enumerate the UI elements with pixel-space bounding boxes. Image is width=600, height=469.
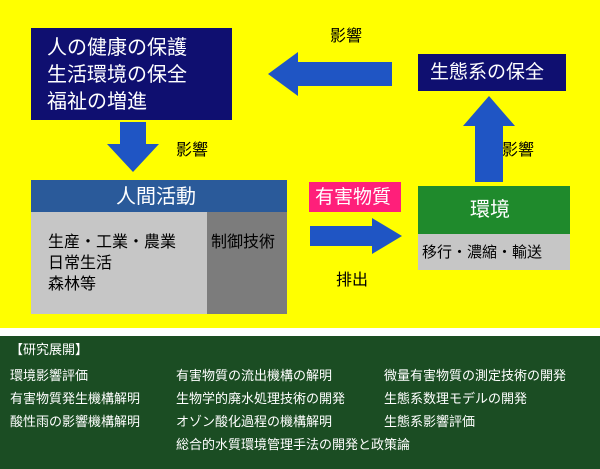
research-item: 生態系数理モデルの開発 xyxy=(384,392,528,407)
environment-process-label: 移行・濃縮・輸送 xyxy=(422,243,543,261)
health-line-3: 福祉の増進 xyxy=(47,89,147,113)
control-technology-label: 制御技術 xyxy=(211,232,276,251)
research-item: 有害物質の流出機構の解明 xyxy=(176,369,333,384)
human-activity-body: 生産・工業・農業 日常生活 森林等 xyxy=(31,212,207,314)
influence-label-top: 影響 xyxy=(330,26,363,45)
research-item: オゾン酸化過程の機構解明 xyxy=(176,415,333,430)
ecosystem-conservation-box: 生態系の保全 xyxy=(418,54,566,91)
human-activity-item-1: 生産・工業・農業 xyxy=(48,232,177,251)
human-activity-header: 人間活動 xyxy=(31,180,287,212)
research-footer: 総合的水質環境管理手法の開発と政策論 xyxy=(176,438,411,453)
research-panel: 【研究展開】 環境影響評価 有害物質の流出機構の解明 微量有害物質の測定技術の開… xyxy=(0,336,600,469)
health-line-2: 生活環境の保全 xyxy=(47,62,187,86)
human-activity-item-2: 日常生活 xyxy=(48,253,113,272)
health-protection-box: 人の健康の保護 生活環境の保全 福祉の増進 xyxy=(31,28,232,120)
arrow-up-icon xyxy=(463,96,515,182)
research-item: 有害物質発生機構解明 xyxy=(10,392,141,407)
diagram-area: 人の健康の保護 生活環境の保全 福祉の増進 生態系の保全 影響 影響 影響 人間… xyxy=(0,0,600,328)
environment-box: 環境 移行・濃縮・輸送 xyxy=(418,186,570,270)
ecosystem-label: 生態系の保全 xyxy=(430,61,545,83)
hazardous-substance-box: 有害物質 xyxy=(309,182,401,212)
influence-label-left: 影響 xyxy=(176,140,209,159)
influence-label-right: 影響 xyxy=(502,140,535,159)
research-item: 環境影響評価 xyxy=(10,369,89,384)
research-item: 微量有害物質の測定技術の開発 xyxy=(384,369,567,384)
research-item: 生物学的廃水処理技術の開発 xyxy=(176,392,346,407)
health-line-1: 人の健康の保護 xyxy=(47,35,187,59)
arrow-left-icon xyxy=(268,52,392,96)
human-activity-title: 人間活動 xyxy=(116,184,196,208)
human-activity-item-3: 森林等 xyxy=(48,274,97,293)
research-item: 生態系影響評価 xyxy=(384,415,476,430)
emission-label: 排出 xyxy=(336,270,369,289)
control-technology-box: 制御技術 xyxy=(207,212,287,314)
arrow-right-icon xyxy=(310,218,402,254)
environment-process-box: 移行・濃縮・輸送 xyxy=(418,234,570,270)
research-item: 酸性雨の影響機構解明 xyxy=(10,415,141,430)
arrow-down-icon xyxy=(107,122,159,172)
hazardous-substance-label: 有害物質 xyxy=(315,186,392,208)
environment-header: 環境 xyxy=(418,186,570,234)
environment-title: 環境 xyxy=(470,197,510,221)
human-activity-block: 人間活動 生産・工業・農業 日常生活 森林等 制御技術 xyxy=(31,180,287,314)
research-heading: 【研究展開】 xyxy=(10,343,89,358)
